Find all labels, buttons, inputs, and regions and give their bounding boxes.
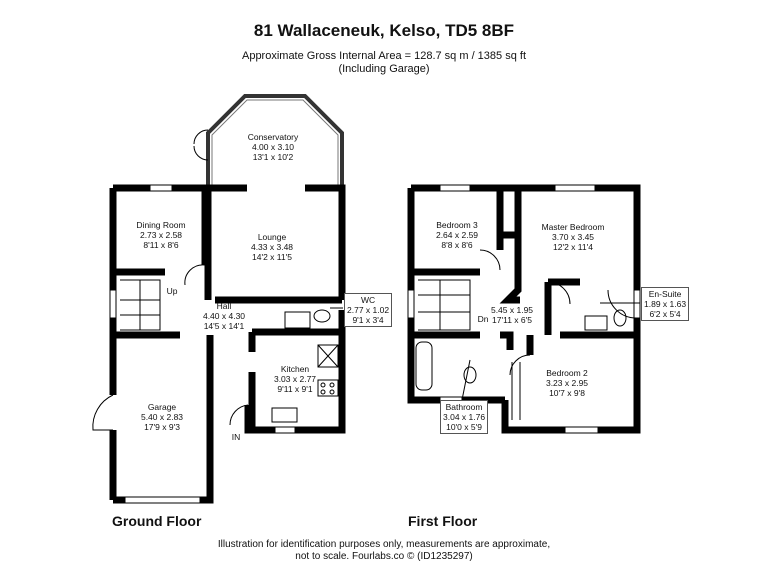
first-floor-label: First Floor bbox=[408, 513, 478, 529]
ground-floor-walls bbox=[109, 184, 346, 504]
first-floor-walls bbox=[407, 184, 641, 434]
disclaimer: Illustration for identification purposes… bbox=[217, 539, 551, 562]
entrance-label: IN bbox=[231, 432, 241, 442]
stairs-down-label: Dn bbox=[477, 314, 489, 324]
gross-area: Approximate Gross Internal Area = 128.7 … bbox=[241, 50, 526, 62]
conservatory-outline bbox=[206, 94, 344, 188]
area-note: (Including Garage) bbox=[338, 63, 430, 75]
stairs-up-label: Up bbox=[166, 286, 178, 296]
ground-floor-label: Ground Floor bbox=[112, 513, 202, 529]
property-address: 81 Wallaceneuk, Kelso, TD5 8BF bbox=[253, 21, 515, 40]
